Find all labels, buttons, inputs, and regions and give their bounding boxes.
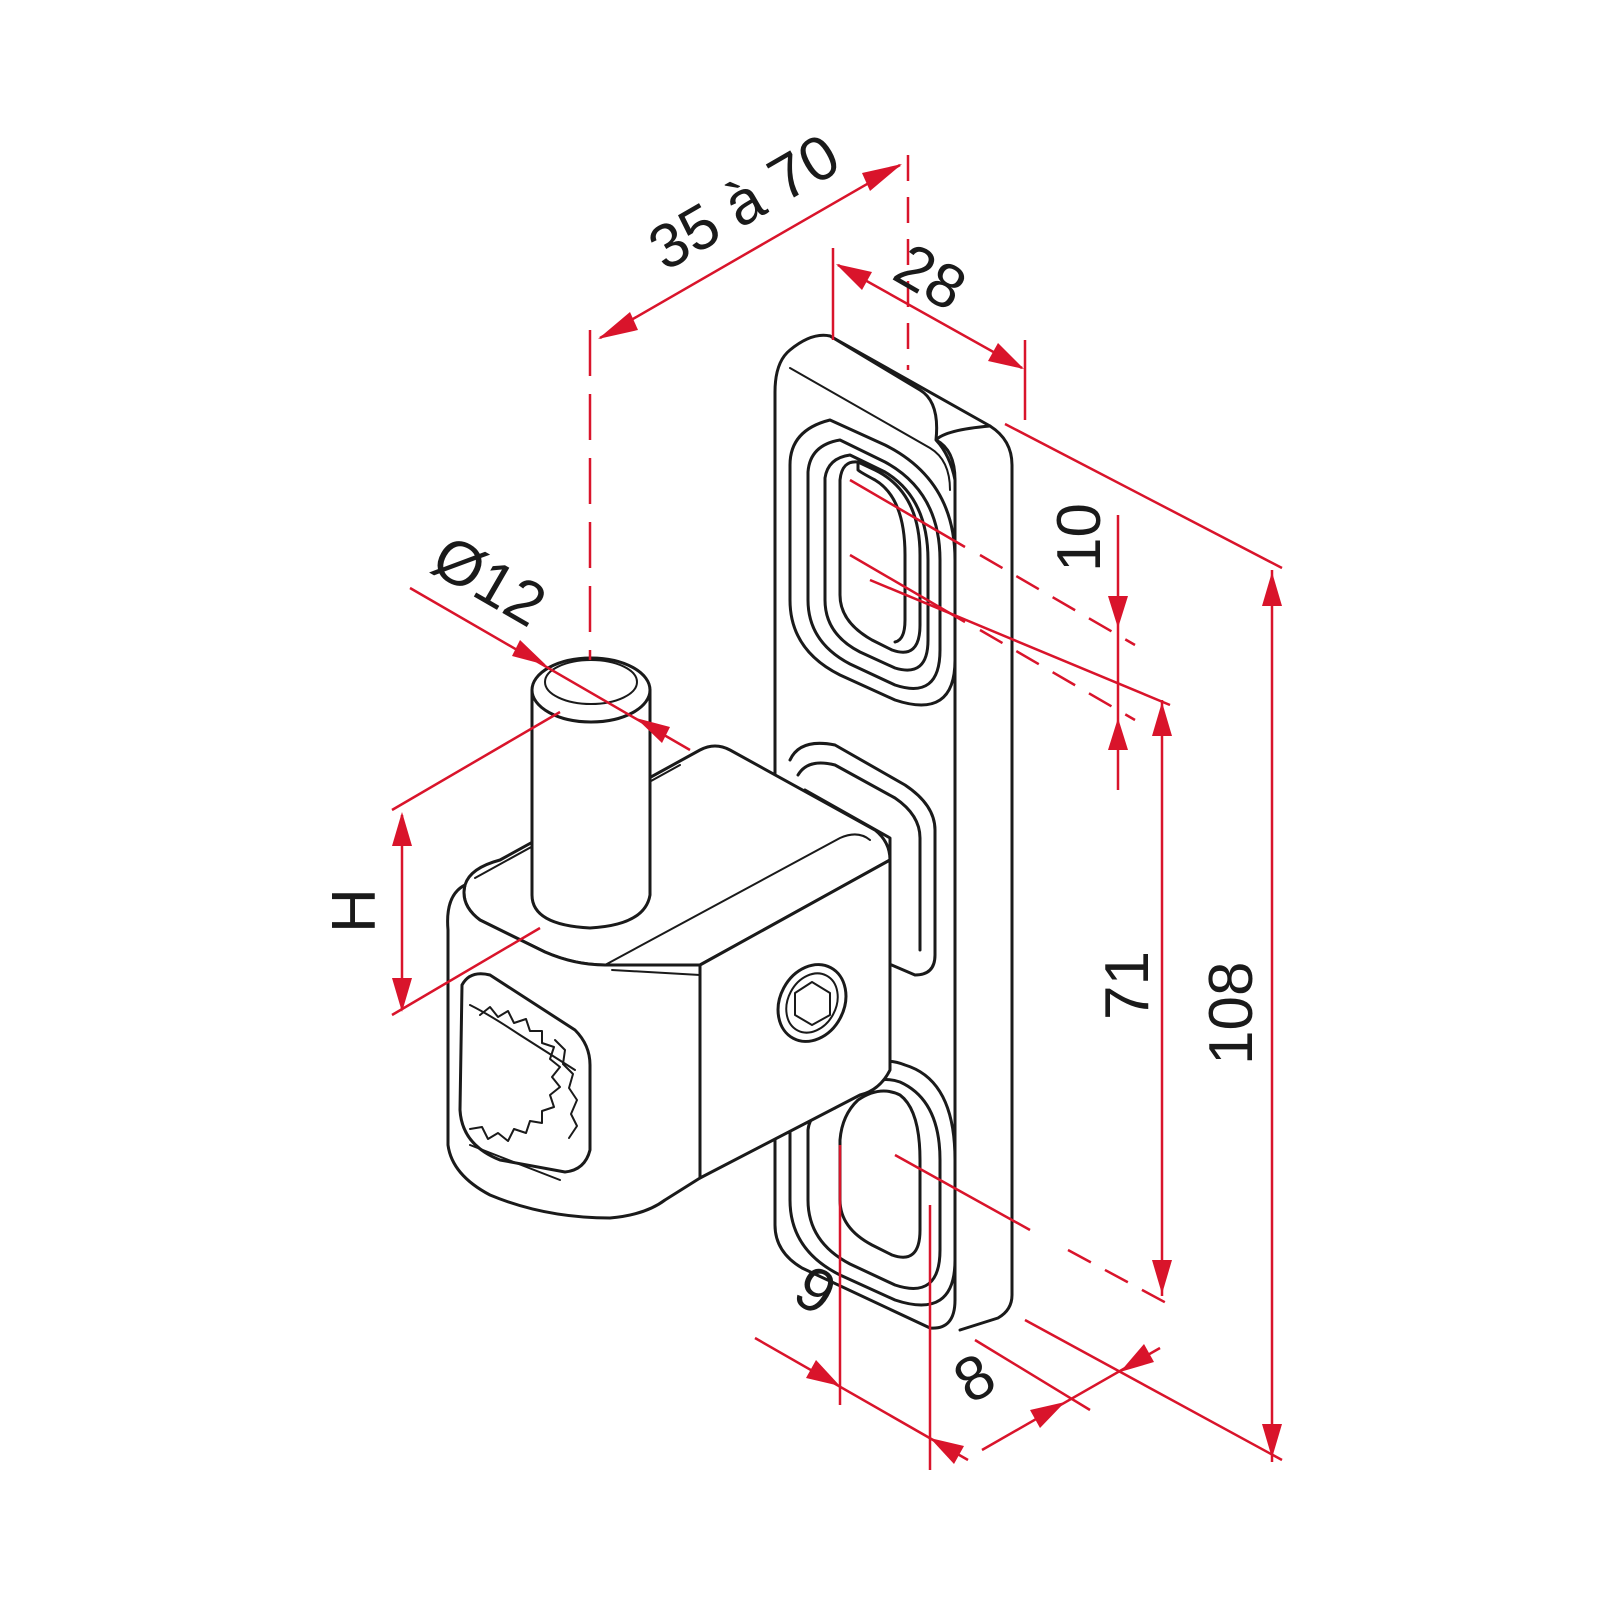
plate-length-dimension xyxy=(1004,422,1283,1462)
hinge-part xyxy=(446,333,1014,1332)
hinge-knuckle xyxy=(446,744,892,1220)
label-slot-width: 10 xyxy=(1045,503,1114,572)
hinge-pin xyxy=(530,656,652,930)
label-height: H xyxy=(320,888,389,933)
hole-spacing-dimension xyxy=(869,578,1172,1307)
label-hole-spacing: 71 xyxy=(1093,951,1162,1020)
slot-offset-dimension xyxy=(754,1145,969,1470)
pin-diameter-dimension xyxy=(409,586,691,752)
plate-width-dimension xyxy=(831,248,1027,420)
label-plate-width: 28 xyxy=(883,230,977,324)
label-pin-diameter: Ø12 xyxy=(421,522,557,640)
label-offset-range: 35 à 70 xyxy=(638,121,852,284)
label-plate-thickness: 8 xyxy=(943,1340,1007,1417)
label-slot-offset: 9 xyxy=(783,1252,847,1329)
offset-dimension xyxy=(598,163,902,340)
height-dimension xyxy=(391,710,561,1017)
dimension-lines xyxy=(391,155,1283,1470)
label-plate-length: 108 xyxy=(1197,962,1266,1065)
plate-thickness-dimension xyxy=(974,1338,1161,1452)
